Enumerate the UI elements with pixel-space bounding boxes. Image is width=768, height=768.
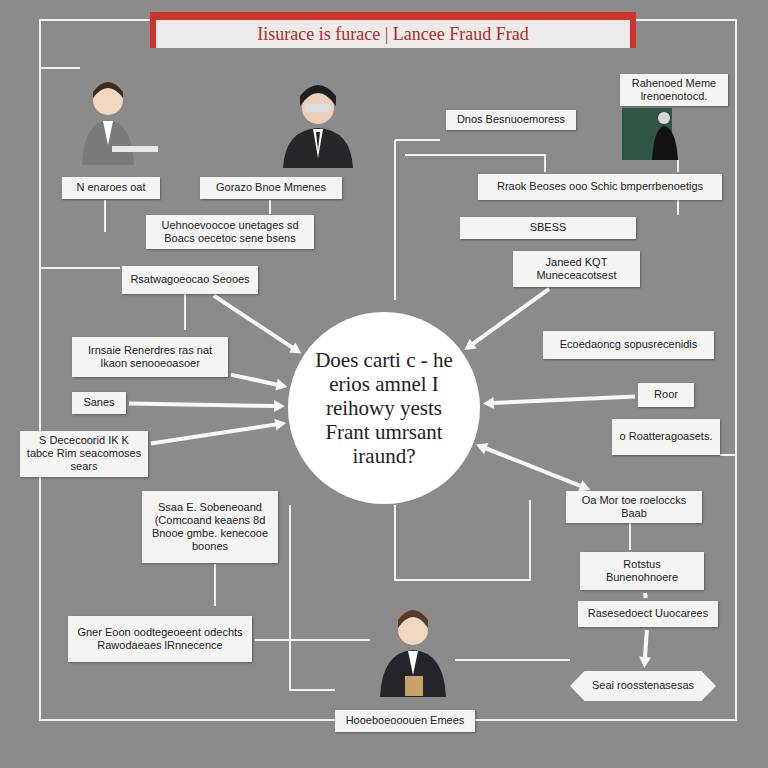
- node-label: Ecoedaoncg sopusrecenidis: [560, 338, 698, 351]
- process-box: SBESS: [460, 217, 636, 239]
- process-box: Rsatwagoeocao Seooes: [122, 266, 258, 294]
- wire: [720, 454, 736, 456]
- node-label: Sanes: [83, 396, 114, 409]
- wire: [269, 200, 271, 214]
- node-label: Rotstus Bunenohnoere: [586, 558, 698, 584]
- process-box: Roor: [638, 383, 694, 407]
- process-box: S Dececoorid IK K tabce Rim seacomoses s…: [20, 431, 148, 477]
- connector-arrow: [483, 396, 635, 408]
- outer-frame: [40, 20, 736, 720]
- process-box: Uehnoevoocoe unetages sd Boacs oecetoc s…: [146, 215, 314, 249]
- wire: [395, 139, 440, 141]
- connector-line: [643, 593, 648, 598]
- arrow-head: [476, 443, 488, 454]
- node-label: Does carti c - he erios amnel I reihowy …: [310, 348, 458, 469]
- title-text: Iisurace is furace | Lancee Fraud Frad: [257, 24, 528, 45]
- process-box: o Roatteragoasets.: [612, 419, 720, 455]
- node-label: N enaroes oat: [76, 181, 145, 194]
- wire: [290, 505, 335, 690]
- arrow-head: [578, 480, 590, 491]
- wire: [405, 155, 545, 172]
- process-box: Janeed KQT Muneceacotsest: [513, 251, 640, 287]
- node-label: Roor: [654, 388, 678, 401]
- connector-line: [491, 396, 635, 403]
- question-circle: Does carti c - he erios amnel I reihowy …: [288, 312, 480, 504]
- photo-inset: [622, 108, 678, 160]
- arrow-head: [274, 400, 285, 412]
- wire: [394, 140, 396, 300]
- node-label: Rraok Beoses ooo Schic bmperrbenoetigs: [497, 180, 703, 193]
- arrow-head: [289, 342, 301, 353]
- wire: [395, 500, 530, 580]
- connector-arrow: [645, 593, 647, 598]
- connector-arrow: [476, 443, 590, 491]
- connector-arrow: [151, 419, 286, 444]
- arrow-head: [483, 397, 494, 409]
- connector-line: [483, 447, 583, 486]
- process-box: Oa Mor toe roeloccks Baab: [566, 491, 702, 523]
- arrow-head: [274, 419, 286, 431]
- process-box: Hooeboeooouen Emees: [335, 710, 475, 732]
- wire: [40, 267, 120, 269]
- connector-line: [471, 289, 549, 346]
- node-label: Gorazo Bnoe Mmenes: [216, 181, 326, 194]
- process-box: Ecoedaoncg sopusrecenidis: [543, 331, 714, 359]
- person-figure: [283, 85, 353, 168]
- person-figure: [380, 610, 446, 697]
- connector-arrow: [129, 400, 285, 412]
- process-box: N enaroes oat: [62, 177, 160, 199]
- wire: [629, 523, 631, 550]
- node-label: Gner Eoon oodtegeoeent odechts Rawodaeae…: [74, 626, 246, 652]
- connector-line: [231, 375, 280, 386]
- arrow-head: [464, 339, 476, 350]
- wire: [104, 200, 106, 232]
- wire: [455, 659, 570, 661]
- process-box: Rotstus Bunenohnoere: [580, 552, 704, 590]
- connector-line: [151, 424, 278, 443]
- connector-arrow: [639, 630, 651, 668]
- wire: [255, 639, 370, 641]
- title-banner: Iisurace is furace | Lancee Fraud Frad: [150, 12, 636, 48]
- node-label: Ssaa E. Sobeneoand (Comcoand keaens 8d B…: [148, 501, 272, 554]
- wire: [214, 564, 216, 606]
- connector-line: [645, 630, 647, 660]
- arrow-head: [275, 379, 287, 391]
- process-box: Ssaa E. Sobeneoand (Comcoand keaens 8d B…: [142, 491, 278, 563]
- node-label: Rsatwagoeocao Seooes: [130, 273, 249, 286]
- process-box: Irnsaie Renerdres ras nat Ikaon senooeoa…: [72, 337, 228, 377]
- person-figure: [82, 82, 158, 165]
- node-label: Uehnoevoocoe unetages sd Boacs oecetoc s…: [152, 219, 308, 245]
- node-label: Rahenoed Meme lrenoenotocd.: [626, 77, 722, 103]
- wire: [677, 200, 679, 215]
- node-label: Oa Mor toe roeloccks Baab: [572, 494, 696, 520]
- node-label: Hooeboeooouen Emees: [346, 714, 465, 727]
- arrow-head: [639, 657, 651, 668]
- process-box: Gorazo Bnoe Mmenes: [200, 177, 342, 199]
- process-box: Rahenoed Meme lrenoenotocd.: [620, 74, 728, 106]
- node-label: Janeed KQT Muneceacotsest: [519, 256, 634, 282]
- process-box: Gner Eoon oodtegeoeent odechts Rawodaeae…: [68, 616, 252, 662]
- wire: [677, 160, 679, 172]
- node-label: Rasesedoect Uuocarees: [588, 607, 708, 620]
- node-label: o Roatteragoasets.: [620, 430, 713, 443]
- terminal-shape: Seai roosstenasesas: [570, 671, 716, 701]
- process-box: Sanes: [72, 392, 126, 414]
- node-label: SBESS: [530, 221, 567, 234]
- node-label: Irnsaie Renerdres ras nat Ikaon senooeoa…: [78, 344, 222, 370]
- wire: [184, 294, 186, 330]
- leader-lines: [40, 20, 736, 720]
- process-box: Rasesedoect Uuocarees: [578, 601, 718, 627]
- process-box: Dnos Besnuoemoress: [446, 110, 576, 130]
- wire: [40, 67, 80, 69]
- connector-line: [129, 404, 277, 407]
- connector-arrow: [231, 375, 287, 391]
- node-label: S Dececoorid IK K tabce Rim seacomoses s…: [26, 434, 142, 474]
- connector-arrow: [464, 289, 549, 350]
- process-box: Rraok Beoses ooo Schic bmperrbenoetigs: [478, 174, 722, 200]
- node-label: Dnos Besnuoemoress: [457, 113, 565, 126]
- node-label: Seai roosstenasesas: [592, 679, 694, 692]
